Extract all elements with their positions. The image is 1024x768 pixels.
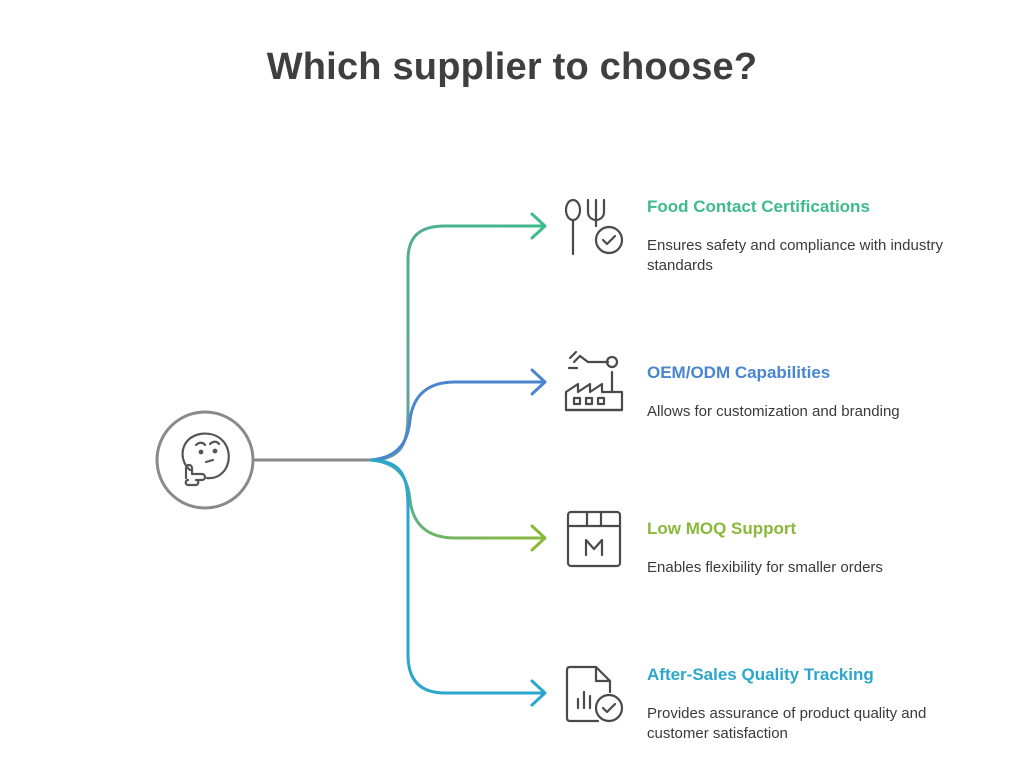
item-3-title: Low MOQ Support xyxy=(647,519,797,538)
utensils-check-icon xyxy=(564,198,624,256)
item-2-description: Allows for customization and branding xyxy=(647,403,900,420)
diagram-title: Which supplier to choose? xyxy=(266,46,758,88)
connector-branch-1 xyxy=(369,224,544,462)
arrowhead-2 xyxy=(530,368,547,396)
arrowhead-3 xyxy=(530,524,547,552)
item-2-title: OEM/ODM Capabilities xyxy=(647,363,831,382)
box-m-icon xyxy=(566,510,622,568)
item-4-title: After-Sales Quality Tracking xyxy=(647,665,874,684)
arrowhead-1 xyxy=(530,212,547,240)
connector-branch-2 xyxy=(369,380,544,462)
connector-branch-4 xyxy=(369,458,544,695)
factory-robot-arm-icon xyxy=(564,350,624,412)
item-1-title: Food Contact Certifications xyxy=(647,197,870,216)
item-1-description: Ensures safety and compliance with indus… xyxy=(647,237,943,274)
item-3-description: Enables flexibility for smaller orders xyxy=(647,559,883,576)
center-node xyxy=(155,410,255,510)
arrowhead-4 xyxy=(530,679,547,707)
report-check-icon xyxy=(565,665,624,723)
thinking-face-icon xyxy=(181,432,230,487)
connector-branch-3 xyxy=(369,458,544,540)
item-4-description: Provides assurance of product quality an… xyxy=(647,705,927,742)
